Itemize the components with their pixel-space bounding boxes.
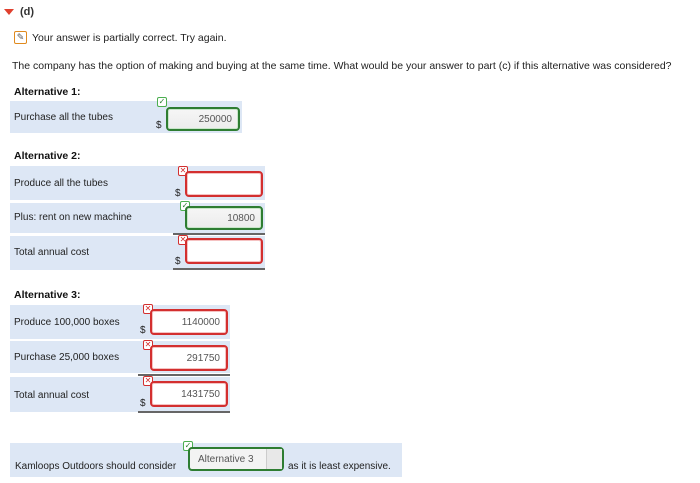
- conclusion-suffix: as it is least expensive.: [288, 461, 391, 472]
- alt2-row-total-label: Total annual cost: [14, 247, 90, 258]
- total-rule: [173, 268, 265, 270]
- pencil-icon: ✎: [14, 31, 27, 44]
- alt3-row-purchase-label: Purchase 25,000 boxes: [14, 352, 120, 363]
- currency-sign: $: [175, 256, 181, 267]
- alternative-select[interactable]: Alternative 3: [188, 447, 284, 471]
- alt3-title: Alternative 3:: [14, 289, 81, 301]
- answer-status: ✎ Your answer is partially correct. Try …: [14, 31, 227, 44]
- alternative-select-value: Alternative 3: [198, 453, 254, 465]
- alt3-row-produce-label: Produce 100,000 boxes: [14, 317, 120, 328]
- alt3-purchase-input[interactable]: 291750: [150, 345, 228, 371]
- alt3-row-total-label: Total annual cost: [14, 390, 90, 401]
- alt2-rent-input[interactable]: 10800: [185, 206, 263, 230]
- alt3-produce-input[interactable]: 1140000: [150, 309, 228, 335]
- check-icon: ✓: [157, 97, 167, 107]
- alt3-total-input[interactable]: 1431750: [150, 381, 228, 407]
- question-text: The company has the option of making and…: [12, 60, 672, 72]
- alt1-row-label: Purchase all the tubes: [14, 112, 113, 123]
- alt2-produce-input[interactable]: [185, 171, 263, 197]
- alt2-total-input[interactable]: [185, 238, 263, 264]
- alt2-title: Alternative 2:: [14, 150, 81, 162]
- alt2-row-rent-label: Plus: rent on new machine: [14, 212, 132, 223]
- status-text: Your answer is partially correct. Try ag…: [32, 31, 227, 44]
- part-d-header[interactable]: (d): [4, 6, 34, 18]
- part-label: (d): [20, 6, 35, 18]
- alt1-title: Alternative 1:: [14, 86, 81, 98]
- subtotal-rule: [138, 374, 230, 376]
- chevron-down-icon[interactable]: [266, 449, 282, 469]
- currency-sign: $: [140, 398, 146, 409]
- currency-sign: $: [140, 325, 146, 336]
- currency-sign: $: [175, 188, 181, 199]
- collapse-caret-icon[interactable]: [4, 9, 14, 15]
- subtotal-rule: [173, 233, 265, 235]
- currency-sign: $: [156, 120, 162, 131]
- alt2-row-produce-label: Produce all the tubes: [14, 178, 108, 189]
- total-rule: [138, 411, 230, 413]
- conclusion-prefix: Kamloops Outdoors should consider: [15, 461, 177, 472]
- alt1-purchase-input[interactable]: 250000: [166, 107, 240, 131]
